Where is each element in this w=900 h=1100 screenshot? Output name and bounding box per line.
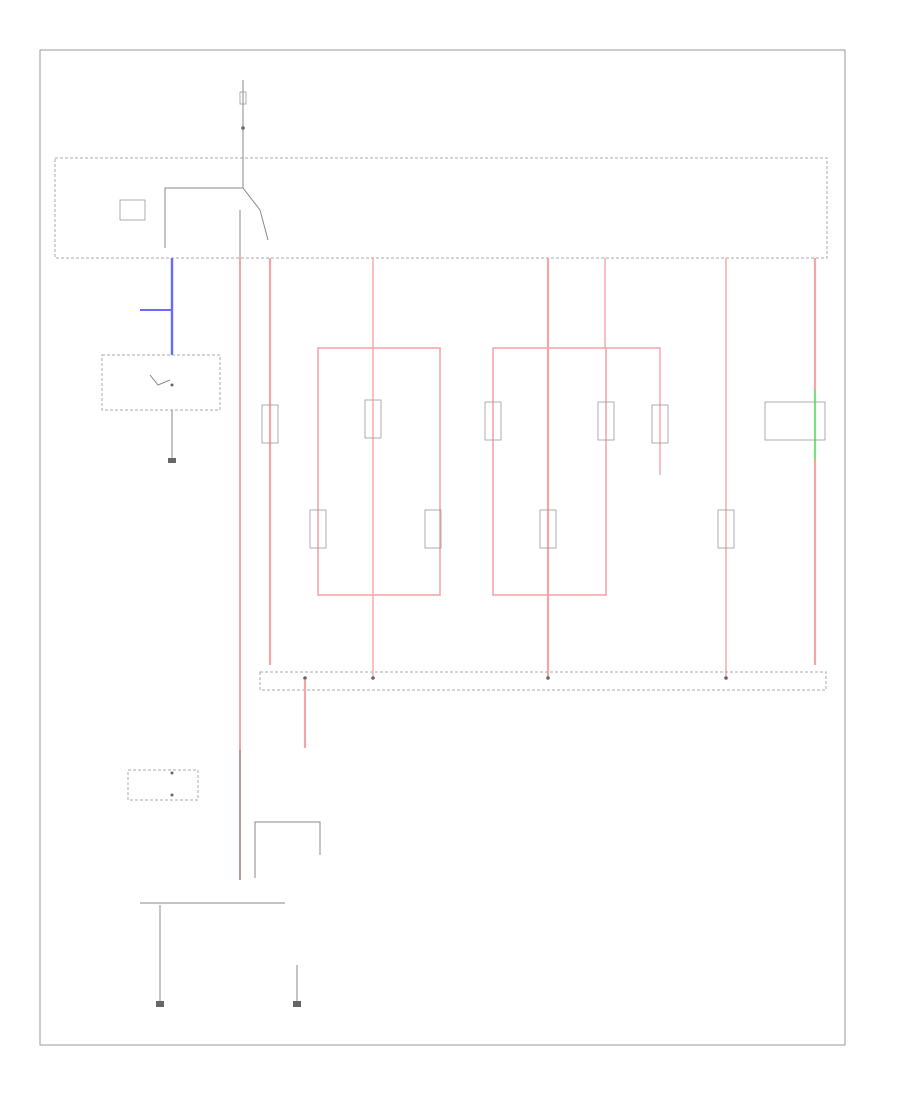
junction-block-dashed [54,157,828,259]
bus-junctions [303,676,728,680]
bottom-connector-dashed [259,671,827,691]
blue-wire-branch [140,258,174,355]
loop-middle [492,347,607,596]
pink-feeders [268,258,817,678]
bulb-row-upper [261,399,826,444]
bulb-row-lower [309,509,735,549]
ground-section [140,902,301,1007]
junction-relay [119,150,269,258]
loop-left [317,347,441,596]
combination-switch [101,354,221,463]
fuse-block-top [239,80,247,150]
light-switch-lower-left [127,769,199,801]
loop-right-stub [605,347,661,475]
relay-box-lower [254,821,321,878]
diagram-frame [39,49,846,1046]
